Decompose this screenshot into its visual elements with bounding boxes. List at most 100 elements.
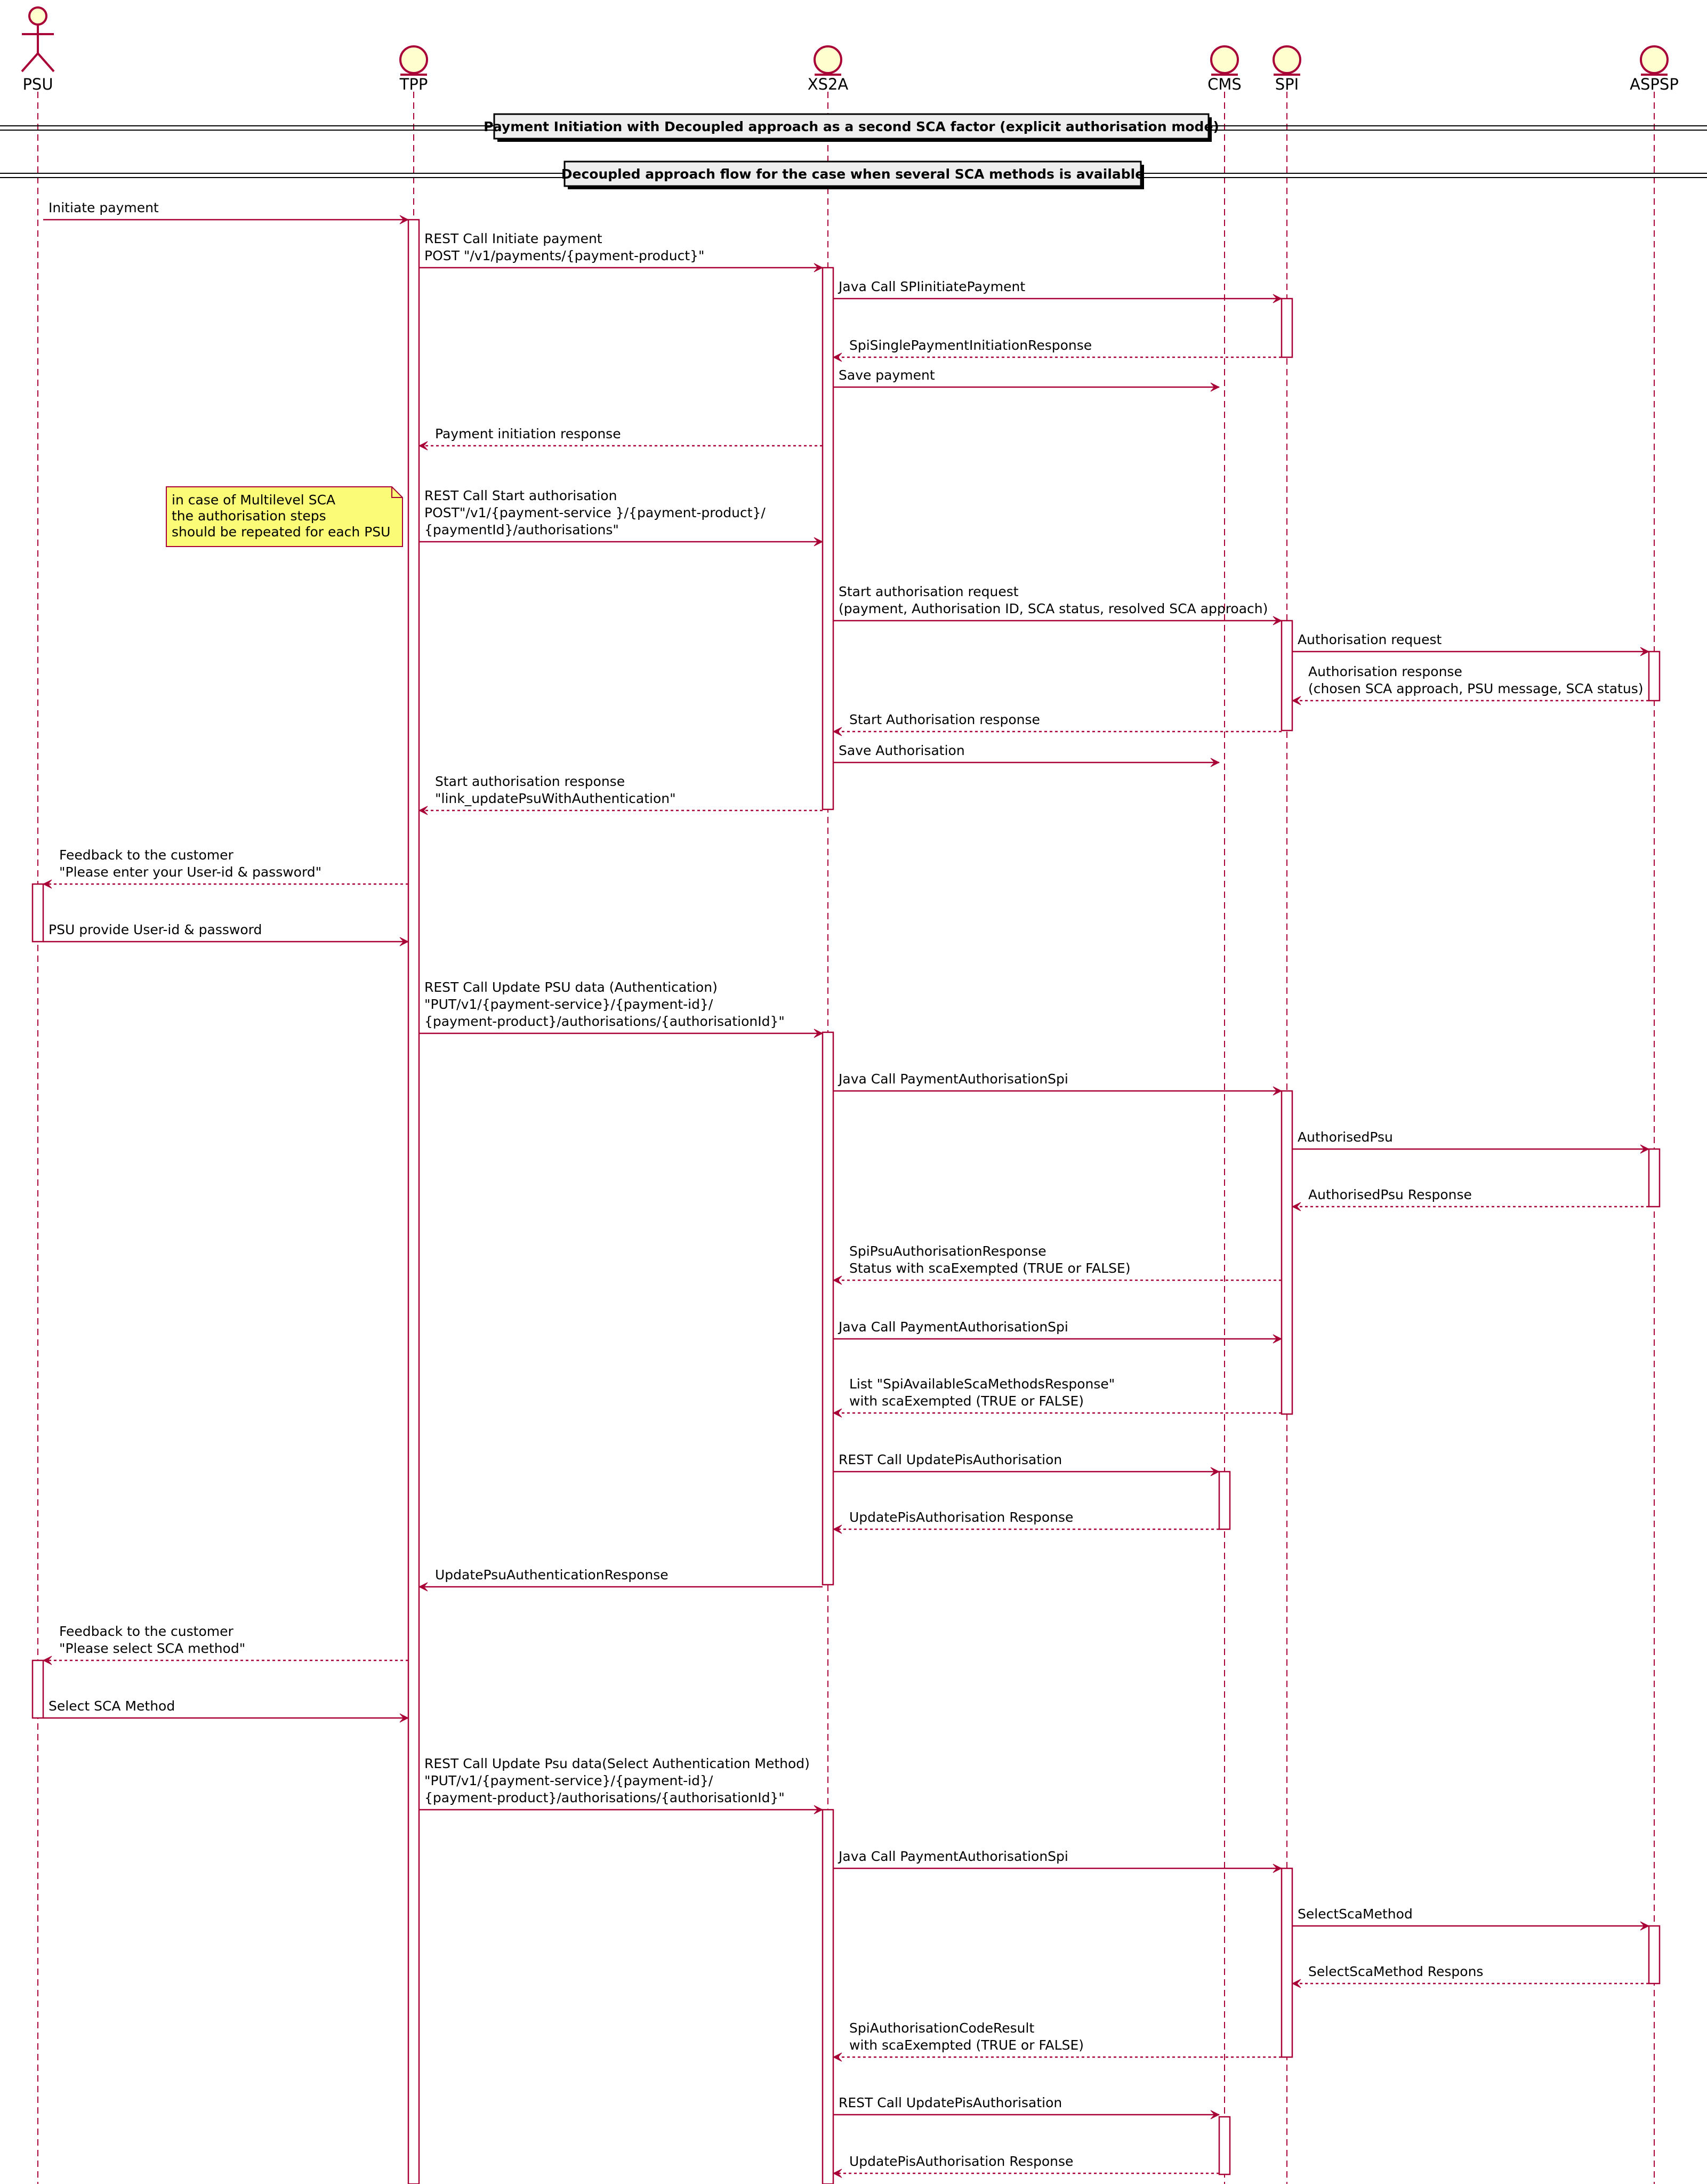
message-label: SpiAuthorisationCodeResult (849, 2020, 1034, 2036)
participant-label: CMS (1207, 75, 1242, 93)
message-arrow: SelectScaMethod (1292, 1906, 1650, 1931)
message-arrow: Java Call PaymentAuthorisationSpi (833, 1071, 1283, 1096)
message-label: POST "/v1/payments/{payment-product}" (424, 248, 705, 263)
message-arrow: Start authorisation request (payment, Aut… (833, 584, 1283, 625)
message-label: Start authorisation request (839, 584, 1019, 599)
message-arrow: Start Authorisation response (832, 712, 1282, 736)
activation-bar-aspsp (1648, 1148, 1661, 1208)
message-label: with scaExempted (TRUE or FALSE) (849, 1393, 1084, 1409)
message-arrow: SelectScaMethod Respons (1291, 1964, 1649, 1988)
activation-bar-cms (1218, 1471, 1231, 1530)
message-arrow: Authorisation response (chosen SCA approa… (1291, 664, 1649, 705)
participant-aspsp: ASPSP (1630, 45, 1679, 93)
message-label: List "SpiAvailableScaMethodsResponse" (849, 1376, 1115, 1392)
message-label: Authorisation response (1308, 664, 1462, 679)
message-label: REST Call Update PSU data (Authenticatio… (424, 979, 718, 995)
note-line: should be repeated for each PSU (172, 524, 390, 540)
message-label: (payment, Authorisation ID, SCA status, … (839, 601, 1268, 616)
message-label: REST Call UpdatePisAuthorisation (839, 1452, 1062, 1467)
activation-bar-xs2a (822, 267, 834, 810)
message-label: Start authorisation response (435, 774, 625, 789)
message-arrow: SpiSinglePaymentInitiationResponse (832, 338, 1282, 362)
message-arrow: List "SpiAvailableScaMethodsResponse"wit… (832, 1376, 1282, 1418)
activation-bar-xs2a (822, 1809, 834, 2184)
message-label: SelectScaMethod Respons (1308, 1964, 1483, 1979)
message-arrow: PSU provide User-id & password (43, 922, 409, 946)
participant-tpp: TPP (399, 45, 428, 93)
entity-icon (399, 45, 428, 74)
participant-label: TPP (399, 75, 428, 93)
message-label: Select SCA Method (49, 1698, 175, 1714)
participant-label: ASPSP (1630, 75, 1679, 93)
message-label: UpdatePsuAuthenticationResponse (435, 1567, 669, 1583)
message-arrow: Select SCA Method (43, 1698, 409, 1723)
message-arrow: UpdatePisAuthorisation Response (832, 2154, 1219, 2178)
message-arrow: REST Call UpdatePisAuthorisation (833, 2095, 1220, 2119)
message-arrow: REST Call UpdatePisAuthorisation (833, 1452, 1220, 1476)
actor-icon (28, 6, 47, 26)
divider-label: Payment Initiation with Decoupled approa… (484, 119, 1219, 134)
participant-label: PSU (22, 75, 53, 93)
section-dividers: Payment Initiation with Decoupled approa… (0, 113, 1707, 189)
message-arrow: Java Call PaymentAuthorisationSpi (833, 1319, 1283, 1344)
activation-bar-tpp (407, 219, 420, 2184)
message-label: AuthorisedPsu Response (1308, 1187, 1472, 1202)
lifelines (37, 92, 1655, 2184)
message-label: REST Call Start authorisation (424, 488, 617, 503)
message-arrow: REST Call Update Psu data(Select Authent… (419, 1756, 824, 1814)
message-arrow: Initiate payment (43, 200, 409, 224)
entity-icon (1640, 45, 1669, 74)
message-arrow: AuthorisedPsu (1292, 1129, 1650, 1154)
message-label: Payment initiation response (435, 426, 621, 441)
message-label: Java Call PaymentAuthorisationSpi (838, 1071, 1068, 1087)
message-label: "PUT/v1/{payment-service}/{payment-id}/ (424, 1773, 713, 1788)
message-label: Save payment (839, 367, 935, 383)
message-arrow: Start authorisation response "link_update… (418, 774, 823, 815)
activation-bar-aspsp (1648, 651, 1661, 702)
message-arrow: Feedback to the customer"Please enter yo… (42, 847, 408, 889)
activation-bar-psu (31, 883, 44, 943)
activation-bar-spi (1281, 298, 1293, 358)
message-label: POST"/v1/{payment-service }/{payment-pro… (424, 505, 766, 520)
message-label: "Please select SCA method" (59, 1641, 245, 1656)
message-arrow: UpdatePisAuthorisation Response (832, 1509, 1219, 1534)
activation-bar-spi (1281, 620, 1293, 732)
message-label: Feedback to the customer (59, 1624, 233, 1639)
message-arrow: Save payment (833, 367, 1220, 392)
note-line: in case of Multilevel SCA (172, 492, 335, 508)
message-label: UpdatePisAuthorisation Response (849, 1509, 1073, 1525)
activation-bar-cms (1218, 2116, 1231, 2175)
message-arrow: REST Call Update PSU data (Authenticatio… (419, 979, 824, 1038)
message-arrow: Java Call PaymentAuthorisationSpi (833, 1849, 1283, 1873)
participant-xs2a: XS2A (808, 45, 848, 93)
entity-icon (1210, 45, 1239, 74)
message-label: "PUT/v1/{payment-service}/{payment-id}/ (424, 997, 713, 1012)
activation-bar-spi (1281, 1867, 1293, 2058)
participant-spi: SPI (1273, 45, 1301, 93)
message-label: PSU provide User-id & password (49, 922, 262, 937)
message-arrow: REST Call Start authorisationPOST"/v1/{p… (419, 488, 824, 547)
activation-bar-psu (31, 1659, 44, 1719)
message-arrow: Feedback to the customer "Please select S… (42, 1624, 408, 1665)
message-label: with scaExempted (TRUE or FALSE) (849, 2037, 1084, 2053)
message-label: UpdatePisAuthorisation Response (849, 2154, 1073, 2169)
message-label: {payment-product}/authorisations/{author… (424, 1790, 785, 1805)
message-label: Initiate payment (49, 200, 159, 215)
message-label: {paymentId}/authorisations" (424, 522, 619, 537)
message-label: REST Call UpdatePisAuthorisation (839, 2095, 1062, 2110)
message-label: Save Authorisation (839, 743, 965, 758)
divider-label: Decoupled approach flow for the case whe… (561, 166, 1144, 182)
message-label: Status with scaExempted (TRUE or FALSE) (849, 1260, 1131, 1276)
message-label: REST Call Initiate payment (424, 231, 602, 246)
note-line: the authorisation steps (172, 508, 326, 524)
activation-bar-xs2a (822, 1031, 834, 1586)
message-label: "link_updatePsuWithAuthentication" (435, 791, 676, 806)
participant-cms: CMS (1207, 45, 1242, 93)
message-arrow: Save Authorisation (833, 743, 1220, 767)
message-label: (chosen SCA approach, PSU message, SCA s… (1308, 681, 1643, 696)
